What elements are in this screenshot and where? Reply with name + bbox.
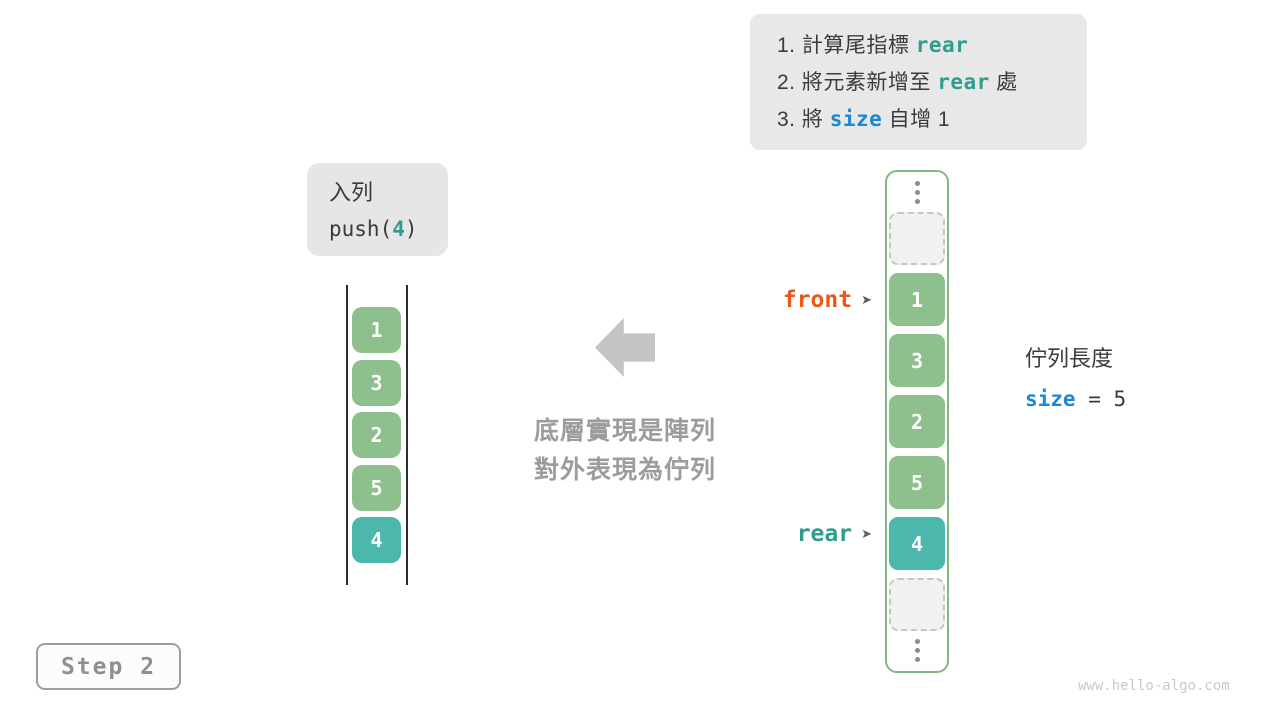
queue-rail-left [346, 285, 348, 585]
rear-pointer-label: rear [796, 521, 853, 547]
caption-line-2: 對外表現為佇列 [533, 456, 716, 484]
queue-length-value: size = 5 [1025, 379, 1126, 419]
push-argument: 4 [392, 217, 405, 241]
rear-pointer: rear ➤ [797, 519, 872, 549]
instruction-1-text: 1. 計算尾指標 [777, 34, 916, 57]
keyword-size: size [829, 107, 883, 131]
push-call-prefix: push( [329, 217, 393, 241]
instruction-2-text: 2. 將元素新增至 [777, 71, 938, 94]
ellipsis-dot [914, 639, 920, 644]
ellipsis-dot [914, 199, 920, 204]
array-cell: 3 [889, 334, 945, 387]
queue-cell-new-element: 4 [352, 517, 401, 563]
queue-length-note: 佇列長度 size = 5 [1025, 339, 1126, 419]
ellipsis-dot [914, 657, 920, 662]
pointer-arrow-icon: ➤ [861, 292, 872, 308]
size-value: = 5 [1075, 387, 1127, 411]
queue-cell: 5 [352, 465, 401, 511]
array-cell: 2 [889, 395, 945, 448]
queue-cell: 1 [352, 307, 401, 353]
instruction-3-suffix: 自增 1 [882, 108, 951, 131]
array-container: 1 3 2 5 4 [885, 170, 949, 673]
array-cell: 1 [889, 273, 945, 326]
queue-cell: 2 [352, 412, 401, 458]
array-cell-empty [889, 578, 945, 631]
queue-rail-right [406, 285, 408, 585]
array-cell-rear: 4 [889, 517, 945, 570]
left-block-arrow-icon [595, 318, 655, 377]
front-pointer: front ➤ [783, 285, 872, 315]
ellipsis-icon [914, 181, 920, 204]
queue-cell: 3 [352, 360, 401, 406]
array-cell-empty [889, 212, 945, 265]
instruction-3-text: 3. 將 [777, 108, 830, 131]
ellipsis-dot [914, 648, 920, 653]
pointer-arrow-icon: ➤ [861, 526, 872, 542]
caption-line-1: 底層實現是陣列 [533, 417, 716, 445]
keyword-rear: rear [915, 33, 969, 57]
ellipsis-dot [914, 181, 920, 186]
middle-caption: 底層實現是陣列 對外表現為佇列 [500, 412, 750, 490]
ellipsis-icon [914, 639, 920, 662]
instruction-line-3: 3. 將 size 自增 1 [777, 101, 1087, 138]
instruction-2-suffix: 處 [989, 71, 1018, 94]
instruction-line-2: 2. 將元素新增至 rear 處 [777, 64, 1087, 101]
instruction-box: 1. 計算尾指標 rear 2. 將元素新增至 rear 處 3. 將 size… [750, 14, 1087, 150]
instruction-line-1: 1. 計算尾指標 rear [777, 27, 1087, 64]
enqueue-code: push(4) [329, 211, 448, 247]
enqueue-operation-box: 入列 push(4) [307, 163, 448, 256]
push-call-suffix: ) [404, 217, 418, 241]
queue-length-title: 佇列長度 [1025, 346, 1114, 371]
ellipsis-dot [914, 190, 920, 195]
size-variable: size [1025, 387, 1076, 411]
keyword-rear: rear [937, 70, 990, 94]
front-pointer-label: front [782, 287, 853, 313]
watermark: www.hello-algo.com [1078, 678, 1230, 694]
array-cell: 5 [889, 456, 945, 509]
step-badge: Step 2 [36, 643, 181, 690]
enqueue-title: 入列 [329, 180, 374, 205]
